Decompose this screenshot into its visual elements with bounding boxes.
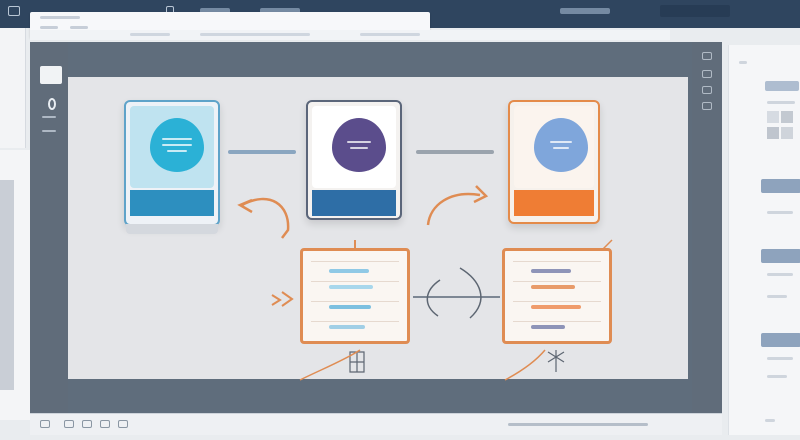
left-tool-panel [0, 28, 26, 148]
document-node-1[interactable] [300, 248, 410, 344]
card-header [514, 106, 594, 188]
doc-row [311, 281, 399, 295]
window-icon[interactable] [8, 6, 20, 16]
property-section[interactable] [761, 179, 800, 193]
doc-row [311, 261, 399, 275]
bottom-toolbar [30, 413, 722, 435]
swatch[interactable] [767, 127, 779, 139]
ribbon-item[interactable] [360, 33, 420, 36]
tab[interactable] [560, 8, 610, 14]
connector-arrow [228, 150, 296, 154]
property-header[interactable] [765, 81, 799, 91]
tool-label [42, 130, 56, 132]
panel-label [767, 357, 793, 360]
connector-arrow [416, 150, 494, 154]
property-section[interactable] [761, 249, 800, 263]
card-header [130, 106, 214, 188]
card-header [312, 106, 396, 188]
doc-row [311, 301, 399, 315]
doc-row [513, 281, 601, 295]
badge-icon [150, 118, 204, 172]
doc-row [513, 301, 601, 315]
swatch[interactable] [781, 111, 793, 123]
badge-line [350, 147, 368, 149]
doc-bar [329, 269, 369, 273]
badge-line [162, 144, 192, 146]
doc-bar [531, 325, 565, 329]
ribbon-item[interactable] [130, 33, 170, 36]
grid-icon[interactable] [100, 420, 110, 428]
tool-sidebar [30, 42, 68, 414]
tool-icon[interactable] [702, 86, 712, 94]
panel-label [767, 295, 787, 298]
doc-bar [531, 305, 581, 309]
doc-bar [531, 269, 571, 273]
ribbon-item[interactable] [200, 33, 310, 36]
swatch[interactable] [781, 127, 793, 139]
panel-label [767, 211, 793, 214]
document-node-2[interactable] [502, 248, 612, 344]
panel-label [767, 273, 793, 276]
right-toolbar [692, 42, 722, 414]
tool-label [42, 116, 56, 118]
doc-row [513, 261, 601, 275]
badge-line [162, 138, 192, 140]
tool-icon[interactable] [702, 70, 712, 78]
flow-card-step-3[interactable] [508, 100, 600, 224]
card-shadow [126, 224, 218, 234]
tab[interactable] [200, 8, 230, 14]
doc-row [513, 321, 601, 335]
badge-line [347, 141, 371, 143]
badge-line [553, 147, 569, 149]
panel-label [767, 375, 787, 378]
ribbon-toolbar [30, 30, 670, 40]
shield-icon [534, 118, 588, 172]
doc-bar [329, 305, 371, 309]
property-section[interactable] [761, 333, 800, 347]
doc-bar [329, 285, 373, 289]
menu-placeholder[interactable] [70, 26, 88, 29]
tool-icon[interactable] [702, 52, 712, 60]
tab[interactable] [260, 8, 300, 14]
panel-label [765, 419, 775, 422]
card-label-bar [514, 190, 594, 216]
lasso-tool-icon[interactable] [48, 98, 56, 110]
shield-icon [332, 118, 386, 172]
panel-label [739, 61, 747, 64]
card-label-bar [130, 190, 214, 216]
document-thumbnail-strip[interactable] [0, 180, 14, 390]
card-label-bar [312, 190, 396, 216]
badge-line [550, 141, 572, 143]
doc-row [311, 321, 399, 335]
page-icon[interactable] [40, 420, 50, 428]
tool-icon[interactable] [702, 102, 712, 110]
flow-card-step-1[interactable] [124, 100, 220, 234]
properties-panel [728, 45, 800, 435]
doc-bar [531, 285, 575, 289]
tab[interactable] [660, 5, 730, 17]
menu-placeholder[interactable] [40, 26, 58, 29]
swatch[interactable] [767, 111, 779, 123]
grid-icon[interactable] [118, 420, 128, 428]
left-document-panel [0, 150, 34, 420]
pointer-tool-icon[interactable] [40, 66, 62, 84]
flow-card-step-2[interactable] [306, 100, 402, 220]
badge-line [167, 150, 187, 152]
folder-icon[interactable] [64, 420, 74, 428]
title-placeholder [40, 16, 80, 19]
panel-label [767, 101, 795, 104]
doc-bar [329, 325, 365, 329]
status-line [508, 423, 648, 426]
camera-icon[interactable] [82, 420, 92, 428]
